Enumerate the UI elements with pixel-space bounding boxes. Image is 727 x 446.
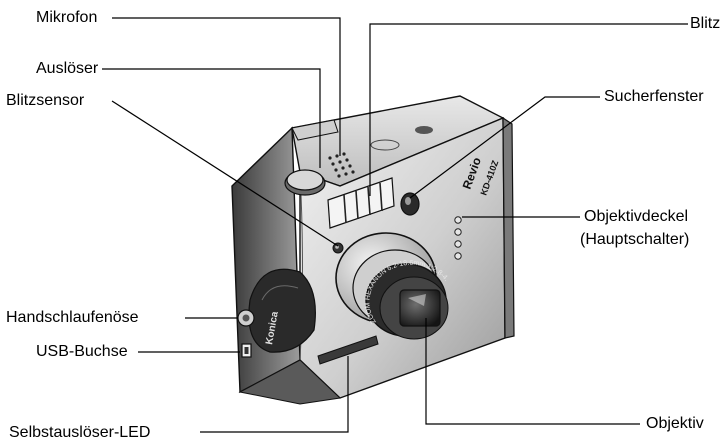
strap-eyelet bbox=[237, 309, 255, 327]
label-sucherfenster: Sucherfenster bbox=[604, 88, 704, 105]
label-blitzsensor: Blitzsensor bbox=[6, 92, 85, 109]
label-usb-buchse: USB-Buchse bbox=[36, 343, 128, 360]
top-plate-marks bbox=[370, 126, 433, 151]
label-handschlaufenoese: Handschlaufenöse bbox=[6, 309, 139, 326]
microphone-holes bbox=[328, 152, 355, 178]
hand-grip: Konica bbox=[248, 268, 316, 353]
lens-cover-switch-dots bbox=[454, 216, 462, 260]
flash-window bbox=[327, 177, 395, 229]
leader-lines bbox=[102, 17, 688, 433]
flash-sensor bbox=[332, 242, 344, 254]
label-hauptschalter: (Hauptschalter) bbox=[580, 231, 690, 248]
label-ausloeser: Auslöser bbox=[36, 60, 99, 77]
label-objektiv: Objektiv bbox=[646, 415, 704, 432]
label-objektivdeckel: Objektivdeckel bbox=[584, 208, 689, 225]
usb-port bbox=[241, 343, 252, 358]
label-blitz: Blitz bbox=[690, 15, 721, 32]
label-selbstausloeser-led: Selbstauslöser-LED bbox=[9, 424, 151, 441]
shutter-button bbox=[284, 169, 326, 196]
label-mikrofon: Mikrofon bbox=[36, 9, 98, 26]
self-timer-led bbox=[317, 335, 379, 365]
viewfinder-window bbox=[400, 192, 420, 216]
